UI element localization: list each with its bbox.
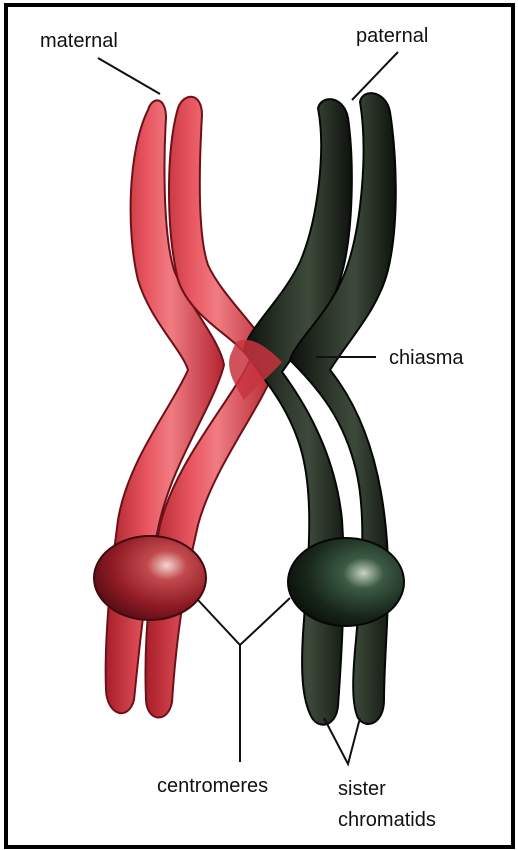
sister-chromatids-label-line1: sister xyxy=(338,778,386,800)
maternal-centromere xyxy=(94,536,206,620)
chiasma-label: chiasma xyxy=(389,347,464,369)
maternal-label: maternal xyxy=(40,30,118,52)
sister-chromatids-label-line2: chromatids xyxy=(338,809,436,831)
paternal-centromere xyxy=(288,538,404,626)
centromeres-label: centromeres xyxy=(157,775,268,797)
diagram-frame xyxy=(6,5,513,847)
paternal-label: paternal xyxy=(356,25,428,47)
